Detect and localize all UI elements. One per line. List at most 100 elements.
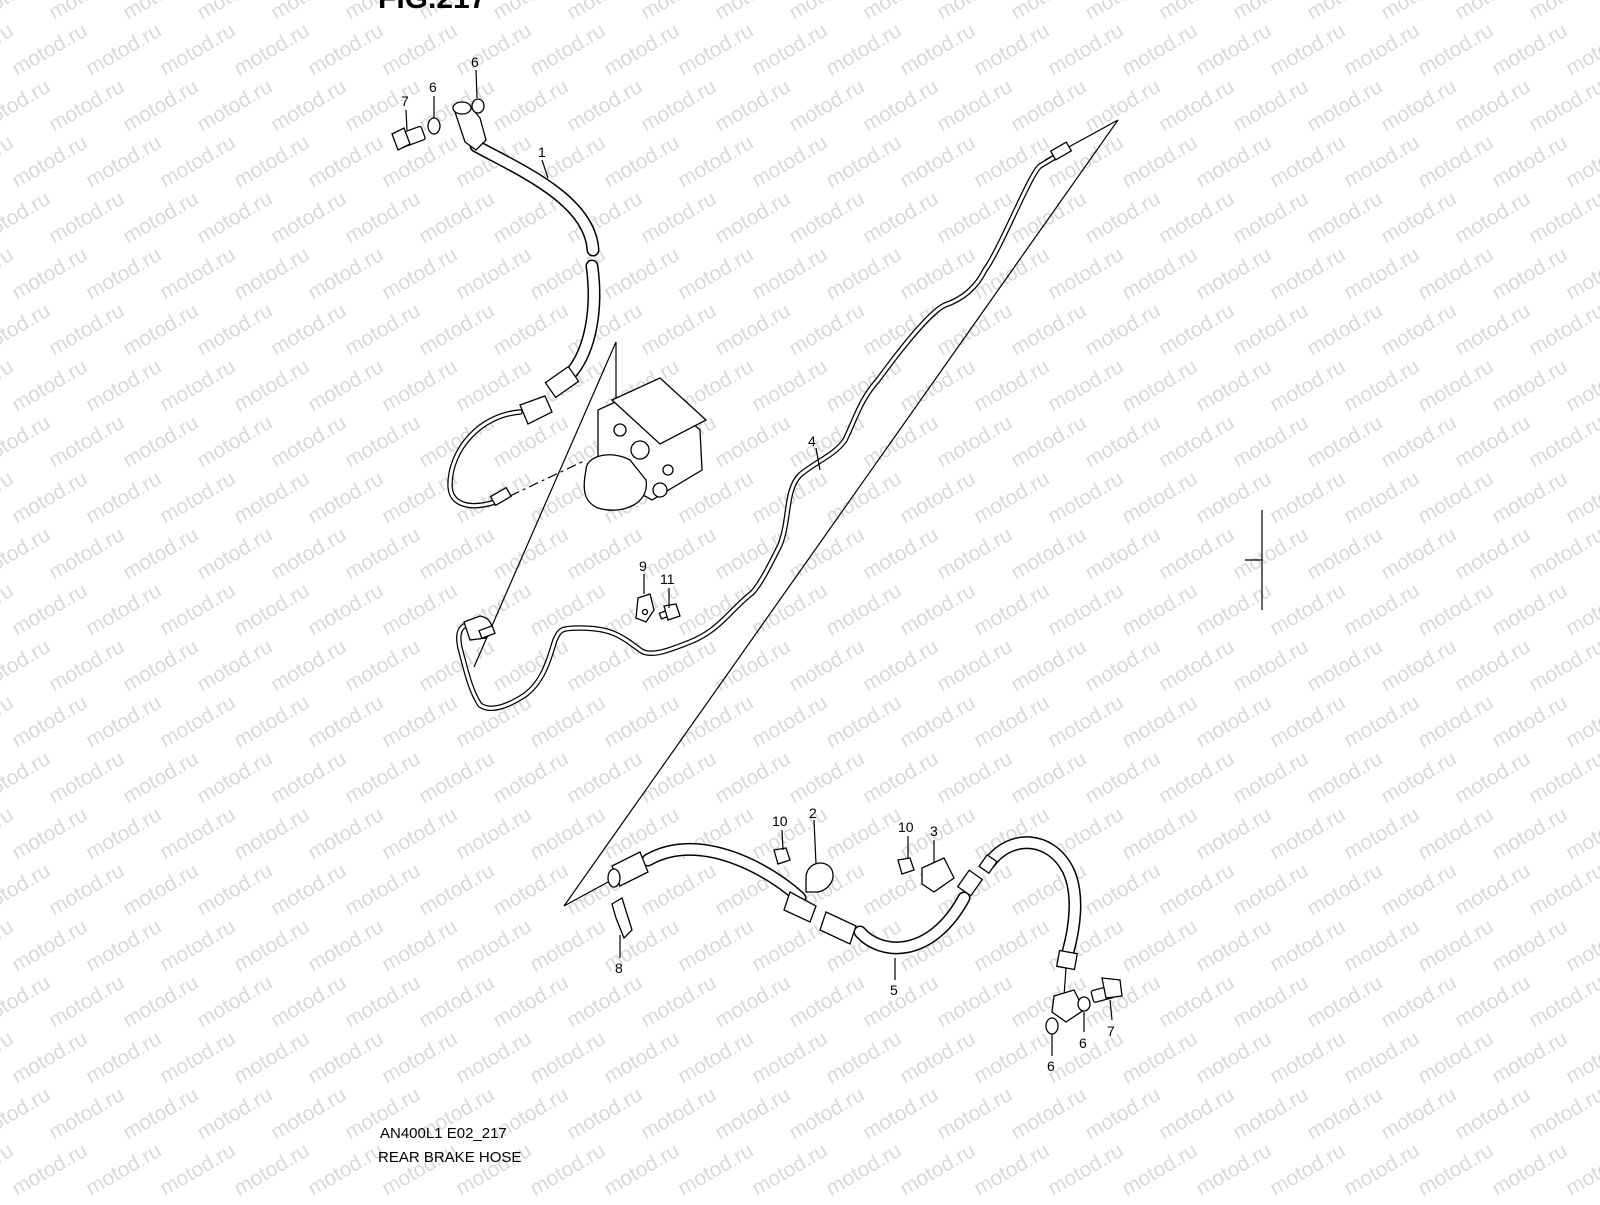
watermark-text: motod.ru [970,803,1053,864]
watermark-text: motod.ru [1451,523,1534,584]
watermark-text: motod.ru [563,0,646,24]
watermark-text: motod.ru [526,1027,609,1088]
watermark-text: motod.ru [304,467,387,528]
watermark-text: motod.ru [1007,0,1090,24]
watermark-text: motod.ru [600,691,683,752]
watermark-text: motod.ru [1488,1139,1571,1200]
watermark-text: motod.ru [1488,355,1571,416]
watermark-text: motod.ru [1081,411,1164,472]
banjo-eye-upper [452,101,472,115]
leader-lines [405,69,1113,1056]
union-block [519,395,553,425]
watermark-text: motod.ru [1229,635,1312,696]
watermark-text: motod.ru [637,523,720,584]
watermark-text: motod.ru [822,691,905,752]
watermark-text: motod.ru [1007,747,1090,808]
watermark-text: motod.ru [45,971,128,1032]
diagonal-guide-line [563,119,1119,907]
watermark-text: motod.ru [1155,1083,1238,1144]
watermark-text: motod.ru [859,411,942,472]
watermark-text: motod.ru [82,19,165,80]
watermark-text: motod.ru [8,803,91,864]
watermark-text: motod.ru [1562,1139,1600,1200]
watermark-text: motod.ru [45,187,128,248]
watermark-text: motod.ru [1081,859,1164,920]
watermark-text: motod.ru [267,971,350,1032]
watermark-text: motod.ru [1488,19,1571,80]
callouts: 7 6 6 1 4 9 11 10 2 10 3 5 8 6 6 7 [401,54,1115,1074]
watermark-text: motod.ru [1118,467,1201,528]
watermark-text: motod.ru [45,523,128,584]
watermark-text: motod.ru [82,243,165,304]
watermark-text: motod.ru [822,579,905,640]
watermark-text: motod.ru [1451,411,1534,472]
watermark-text: motod.ru [822,1027,905,1088]
watermark-text: motod.ru [1229,971,1312,1032]
watermark-text: motod.ru [1081,187,1164,248]
watermark-text: motod.ru [1562,691,1600,752]
figure-name: REAR BRAKE HOSE [378,1149,521,1166]
watermark-text: motod.ru [267,635,350,696]
watermark-text: motod.ru [526,691,609,752]
watermark-text: motod.ru [1377,75,1460,136]
watermark-text: motod.ru [1525,1083,1600,1144]
watermark-text: motod.ru [156,243,239,304]
watermark-text: motod.ru [563,747,646,808]
watermark-text: motod.ru [1266,915,1349,976]
watermark-text: motod.ru [526,915,609,976]
watermark-text: motod.ru [119,187,202,248]
watermark-text: motod.ru [1192,243,1275,304]
watermark-text: motod.ru [563,523,646,584]
watermark-text: motod.ru [1192,1027,1275,1088]
watermark-text: motod.ru [748,803,831,864]
watermark-text: motod.ru [1155,0,1238,24]
watermark-text: motod.ru [748,243,831,304]
watermark-text: motod.ru [933,523,1016,584]
watermark-text: motod.ru [748,579,831,640]
watermark-text: motod.ru [600,131,683,192]
watermark-text: motod.ru [1303,75,1386,136]
watermark-text: motod.ru [82,691,165,752]
watermark-text: motod.ru [415,747,498,808]
watermark-text: motod.ru [1340,1027,1423,1088]
watermark-text: motod.ru [82,467,165,528]
watermark-text: motod.ru [1562,355,1600,416]
watermark-text: motod.ru [45,411,128,472]
watermark-text: motod.ru [1562,915,1600,976]
watermark-text: motod.ru [489,0,572,24]
watermark-text: motod.ru [1340,467,1423,528]
watermark-text: motod.ru [674,1027,757,1088]
watermark-text: motod.ru [82,1027,165,1088]
watermark-text: motod.ru [748,355,831,416]
watermark-text: motod.ru [156,915,239,976]
watermark-text: motod.ru [1266,131,1349,192]
watermark-text: motod.ru [1118,19,1201,80]
watermark-text: motod.ru [1229,411,1312,472]
watermark-text: motod.ru [156,1139,239,1200]
watermark-text: motod.ru [896,19,979,80]
watermark-text: motod.ru [452,803,535,864]
callout-1: 1 [538,144,546,160]
watermark-text: motod.ru [230,1139,313,1200]
watermark-text: motod.ru [1525,635,1600,696]
watermark-text: motod.ru [1266,691,1349,752]
watermark-text: motod.ru [1488,1027,1571,1088]
watermark-text: motod.ru [1192,691,1275,752]
watermark-text: motod.ru [1340,131,1423,192]
watermark-text: motod.ru [119,523,202,584]
watermark-text: motod.ru [1155,411,1238,472]
watermark-text: motod.ru [600,1027,683,1088]
watermark-text: motod.ru [970,915,1053,976]
watermark-text: motod.ru [378,915,461,976]
watermark-text: motod.ru [748,691,831,752]
union-bolt-7-lower [1090,977,1123,1003]
watermark-text: motod.ru [119,859,202,920]
callout-6-lower-b: 6 [1079,1035,1087,1051]
watermark-text: motod.ru [1414,1139,1497,1200]
watermark-text: motod.ru [1044,355,1127,416]
watermark-text: motod.ru [193,859,276,920]
watermark-text: motod.ru [45,1083,128,1144]
watermark-text: motod.ru [1303,411,1386,472]
watermark-text: motod.ru [1155,187,1238,248]
